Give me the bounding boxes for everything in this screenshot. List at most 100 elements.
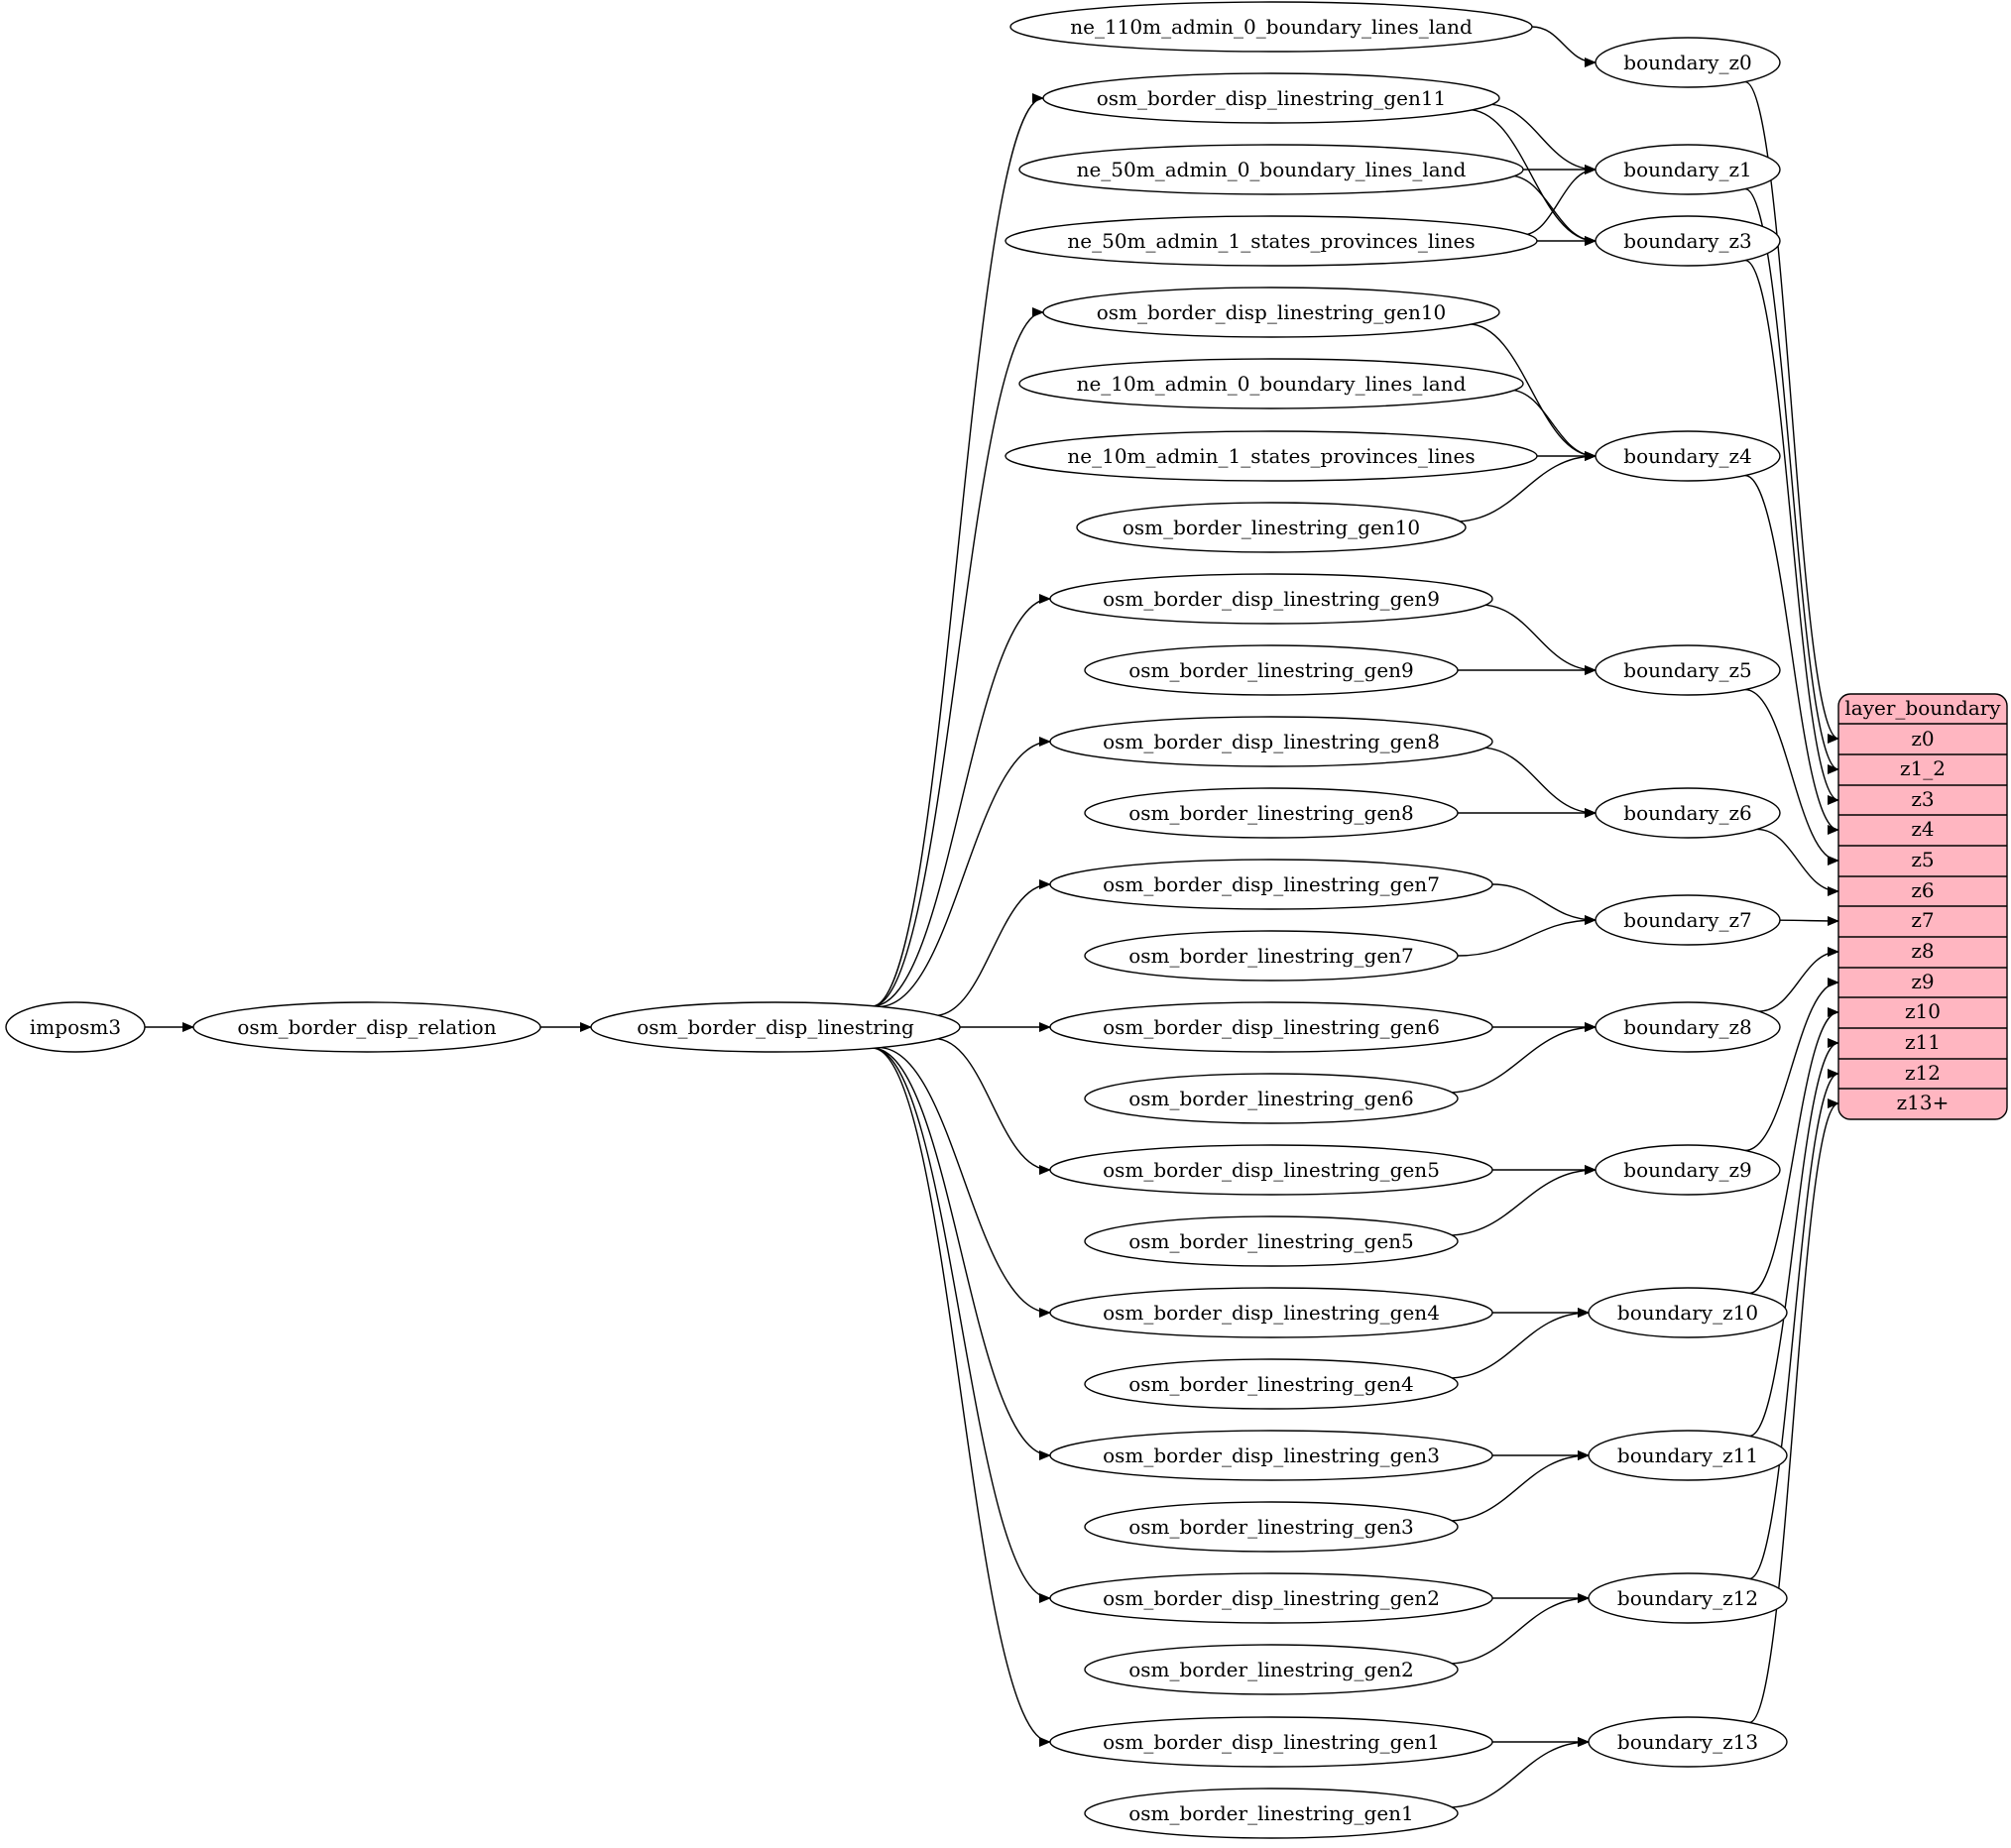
- node-osm-border-linestring-gen1[interactable]: osm_border_linestring_gen1: [1084, 1788, 1459, 1839]
- edge-osm-border-disp-linestring-to-osm-border-disp-linestring-gen2: [872, 1047, 1051, 1603]
- node-boundary-z7[interactable]: boundary_z7: [1595, 894, 1781, 946]
- layer-field-z5: z5: [1911, 848, 1934, 871]
- edge-osm-border-disp-linestring-to-osm-border-disp-linestring-gen1: [872, 1047, 1051, 1747]
- node-osm-border-disp-linestring-gen1-label: osm_border_disp_linestring_gen1: [1103, 1730, 1440, 1754]
- node-osm-border-disp-linestring-gen3-label: osm_border_disp_linestring_gen3: [1103, 1444, 1440, 1467]
- node-osm-border-linestring-gen10[interactable]: osm_border_linestring_gen10: [1076, 502, 1467, 553]
- node-osm-border-disp-linestring-gen11[interactable]: osm_border_disp_linestring_gen11: [1042, 72, 1500, 124]
- layer-field-z0: z0: [1911, 727, 1934, 751]
- layer-field-z1-2: z1_2: [1900, 756, 1946, 780]
- node-osm-border-disp-linestring-gen7[interactable]: osm_border_disp_linestring_gen7: [1049, 859, 1493, 910]
- layer-field-z11: z11: [1905, 1030, 1941, 1054]
- node-boundary-z0-label: boundary_z0: [1623, 51, 1751, 74]
- node-osm-border-linestring-gen5[interactable]: osm_border_linestring_gen5: [1084, 1215, 1459, 1267]
- node-boundary-z12[interactable]: boundary_z12: [1588, 1572, 1788, 1624]
- node-osm-border-disp-linestring-gen8-label: osm_border_disp_linestring_gen8: [1103, 730, 1440, 753]
- edge-boundary-z8-to-layer-boundary-z8: [1758, 947, 1839, 1012]
- edge-osm-border-disp-linestring-gen8-to-boundary-z6: [1479, 747, 1597, 818]
- node-osm-border-linestring-gen9-label: osm_border_linestring_gen9: [1128, 658, 1414, 682]
- node-osm-border-disp-linestring-gen3[interactable]: osm_border_disp_linestring_gen3: [1049, 1430, 1493, 1481]
- node-osm-border-disp-linestring-gen5-label: osm_border_disp_linestring_gen5: [1103, 1158, 1440, 1182]
- node-osm-border-disp-linestring-gen9[interactable]: osm_border_disp_linestring_gen9: [1049, 573, 1493, 625]
- node-boundary-z0[interactable]: boundary_z0: [1595, 37, 1781, 88]
- node-boundary-z1[interactable]: boundary_z1: [1595, 144, 1781, 195]
- node-boundary-z11-label: boundary_z11: [1617, 1444, 1758, 1467]
- node-osm-border-disp-linestring-gen2[interactable]: osm_border_disp_linestring_gen2: [1049, 1572, 1493, 1624]
- layer-field-z13: z13+: [1897, 1091, 1950, 1114]
- node-boundary-z10-label: boundary_z10: [1617, 1301, 1758, 1325]
- edge-osm-border-disp-linestring-to-osm-border-disp-linestring-gen9: [872, 594, 1051, 1007]
- edge-osm-border-linestring-gen4-to-boundary-z10: [1447, 1308, 1590, 1379]
- edge-osm-border-disp-linestring-to-osm-border-disp-linestring-gen3: [872, 1047, 1051, 1460]
- layer-field-z10: z10: [1905, 999, 1941, 1023]
- node-boundary-z8[interactable]: boundary_z8: [1595, 1001, 1781, 1053]
- node-ne-50m-admin-1-states-provinces-lines-label: ne_50m_admin_1_states_provinces_lines: [1067, 229, 1475, 253]
- node-osm-border-linestring-gen8[interactable]: osm_border_linestring_gen8: [1084, 787, 1459, 839]
- node-ne-50m-admin-0-boundary-lines-land-label: ne_50m_admin_0_boundary_lines_land: [1077, 158, 1467, 181]
- node-osm-border-linestring-gen3[interactable]: osm_border_linestring_gen3: [1084, 1501, 1459, 1553]
- node-osm-border-disp-linestring-gen6[interactable]: osm_border_disp_linestring_gen6: [1049, 1001, 1493, 1053]
- node-boundary-z7-label: boundary_z7: [1623, 908, 1751, 932]
- node-boundary-z9-label: boundary_z9: [1623, 1158, 1751, 1182]
- node-ne-110m-admin-0-boundary-lines-land[interactable]: ne_110m_admin_0_boundary_lines_land: [1009, 1, 1533, 53]
- node-boundary-z6[interactable]: boundary_z6: [1595, 787, 1781, 839]
- node-boundary-z5[interactable]: boundary_z5: [1595, 644, 1781, 696]
- node-osm-border-linestring-gen2-label: osm_border_linestring_gen2: [1128, 1658, 1414, 1681]
- node-osm-border-linestring-gen2[interactable]: osm_border_linestring_gen2: [1084, 1644, 1459, 1695]
- node-osm-border-linestring-gen9[interactable]: osm_border_linestring_gen9: [1084, 644, 1459, 696]
- node-ne-10m-admin-1-states-provinces-lines-label: ne_10m_admin_1_states_provinces_lines: [1067, 444, 1475, 468]
- node-osm-border-linestring-gen5-label: osm_border_linestring_gen5: [1128, 1229, 1414, 1253]
- edge-osm-border-disp-linestring-to-osm-border-disp-linestring-gen11: [872, 93, 1044, 1007]
- node-boundary-z4[interactable]: boundary_z4: [1595, 430, 1781, 482]
- node-osm-border-disp-linestring[interactable]: osm_border_disp_linestring: [590, 1001, 961, 1053]
- node-boundary-z5-label: boundary_z5: [1623, 658, 1751, 682]
- node-osm-border-disp-linestring-gen10[interactable]: osm_border_disp_linestring_gen10: [1042, 287, 1500, 338]
- edge-osm-border-disp-linestring-to-osm-border-disp-linestring-gen5: [934, 1037, 1051, 1175]
- node-imposm3[interactable]: imposm3: [5, 1001, 146, 1053]
- node-osm-border-linestring-gen7[interactable]: osm_border_linestring_gen7: [1084, 930, 1459, 982]
- node-boundary-z10[interactable]: boundary_z10: [1588, 1287, 1788, 1338]
- node-osm-border-disp-linestring-gen5[interactable]: osm_border_disp_linestring_gen5: [1049, 1144, 1493, 1196]
- node-ne-50m-admin-0-boundary-lines-land[interactable]: ne_50m_admin_0_boundary_lines_land: [1018, 144, 1524, 195]
- node-boundary-z11[interactable]: boundary_z11: [1588, 1430, 1788, 1481]
- edge-boundary-z7-to-layer-boundary-z7: [1779, 915, 1839, 926]
- node-boundary-z4-label: boundary_z4: [1623, 444, 1751, 468]
- layer-field-z6: z6: [1911, 878, 1934, 902]
- layer-field-z12: z12: [1905, 1061, 1941, 1085]
- node-osm-border-disp-linestring-gen8[interactable]: osm_border_disp_linestring_gen8: [1049, 716, 1493, 767]
- node-osm-border-linestring-gen4[interactable]: osm_border_linestring_gen4: [1084, 1358, 1459, 1410]
- node-boundary-z6-label: boundary_z6: [1623, 801, 1751, 825]
- node-osm-border-linestring-gen6[interactable]: osm_border_linestring_gen6: [1084, 1073, 1459, 1124]
- node-boundary-z9[interactable]: boundary_z9: [1595, 1144, 1781, 1196]
- node-osm-border-disp-relation[interactable]: osm_border_disp_relation: [192, 1001, 541, 1053]
- node-boundary-z3-label: boundary_z3: [1623, 229, 1751, 253]
- node-boundary-z12-label: boundary_z12: [1617, 1586, 1758, 1610]
- edge-osm-border-disp-linestring-gen11-to-boundary-z1: [1485, 103, 1597, 174]
- node-osm-border-disp-relation-label: osm_border_disp_relation: [237, 1015, 496, 1039]
- node-osm-border-disp-linestring-gen1[interactable]: osm_border_disp_linestring_gen1: [1049, 1716, 1493, 1768]
- node-ne-10m-admin-1-states-provinces-lines[interactable]: ne_10m_admin_1_states_provinces_lines: [1005, 430, 1538, 482]
- node-boundary-z13[interactable]: boundary_z13: [1588, 1716, 1788, 1768]
- node-osm-border-linestring-gen6-label: osm_border_linestring_gen6: [1128, 1087, 1414, 1110]
- node-ne-10m-admin-0-boundary-lines-land-label: ne_10m_admin_0_boundary_lines_land: [1077, 372, 1467, 396]
- node-boundary-z1-label: boundary_z1: [1623, 158, 1751, 181]
- node-osm-border-linestring-gen8-label: osm_border_linestring_gen8: [1128, 801, 1414, 825]
- node-osm-border-linestring-gen4-label: osm_border_linestring_gen4: [1128, 1372, 1414, 1396]
- edge-boundary-z0-to-layer-boundary-z0: [1744, 80, 1839, 744]
- edge-boundary-z11-to-layer-boundary-z11: [1748, 1038, 1839, 1438]
- layer-field-z9: z9: [1911, 970, 1934, 993]
- edge-boundary-z4-to-layer-boundary-z4: [1744, 474, 1839, 835]
- node-osm-border-disp-linestring-gen4-label: osm_border_disp_linestring_gen4: [1103, 1301, 1440, 1325]
- layer-field-z3: z3: [1911, 787, 1934, 811]
- node-ne-10m-admin-0-boundary-lines-land[interactable]: ne_10m_admin_0_boundary_lines_land: [1018, 358, 1524, 409]
- node-ne-50m-admin-1-states-provinces-lines[interactable]: ne_50m_admin_1_states_provinces_lines: [1005, 215, 1538, 267]
- edge-osm-border-disp-linestring-to-osm-border-disp-linestring-gen4: [878, 1046, 1051, 1318]
- node-osm-border-linestring-gen10-label: osm_border_linestring_gen10: [1123, 516, 1420, 539]
- node-boundary-z3[interactable]: boundary_z3: [1595, 215, 1781, 267]
- node-osm-border-disp-linestring-gen2-label: osm_border_disp_linestring_gen2: [1103, 1586, 1440, 1610]
- node-osm-border-disp-linestring-gen4[interactable]: osm_border_disp_linestring_gen4: [1049, 1287, 1493, 1338]
- node-layer-boundary[interactable]: layer_boundary z0 z1_2 z3 z4 z5 z6 z7 z8…: [1837, 693, 2008, 1120]
- edge-osm-border-disp-linestring-gen7-to-boundary-z7: [1491, 883, 1597, 925]
- edge-boundary-z6-to-layer-boundary-z6: [1757, 828, 1839, 896]
